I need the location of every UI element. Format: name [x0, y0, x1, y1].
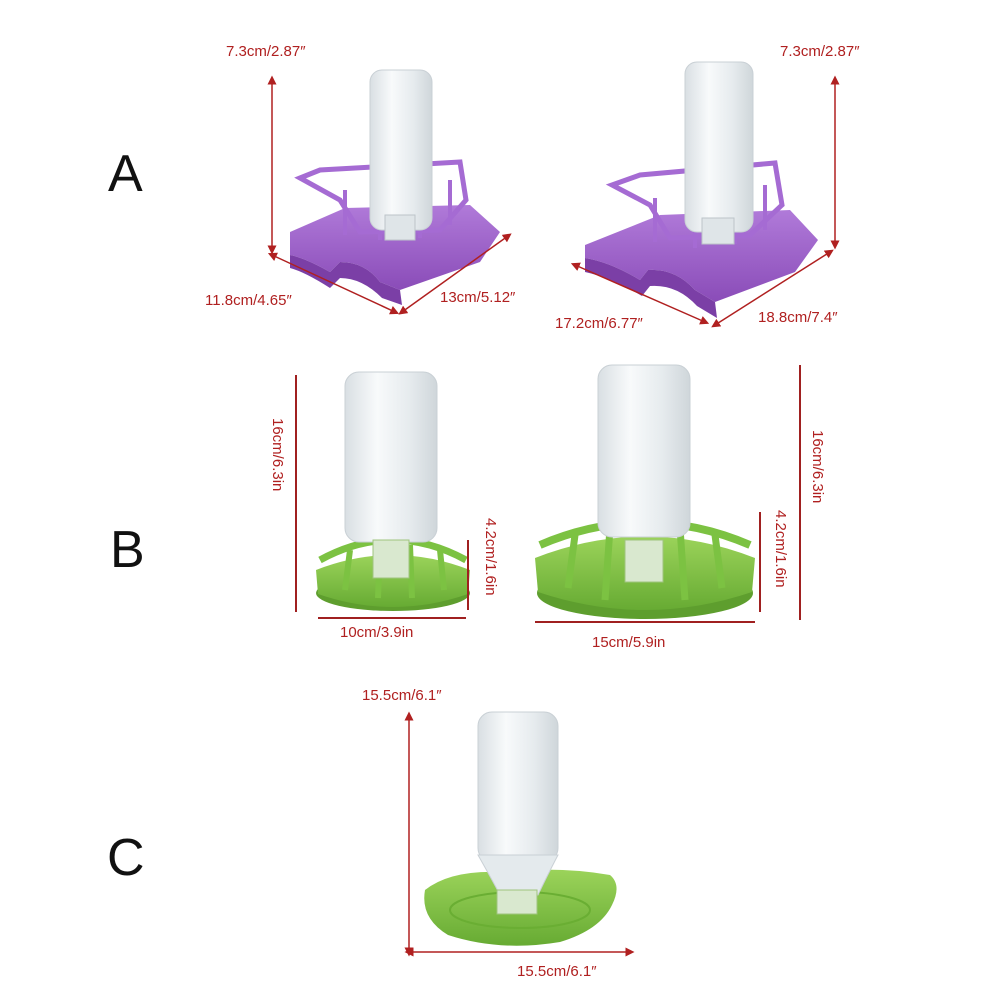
c-width-label: 15.5cm/6.1″: [517, 963, 597, 980]
dimension-lines-a-small: [267, 75, 512, 315]
dimension-lines-b-large: [535, 365, 801, 623]
a-small-width-right-label: 13cm/5.12″: [440, 289, 516, 306]
row-label-b: B: [110, 521, 145, 579]
b-large-base-height-label: 4.2cm/1.6in: [772, 510, 789, 588]
c-height-label: 15.5cm/6.1″: [362, 687, 442, 704]
b-large-height-label: 16cm/6.3in: [809, 430, 826, 504]
b-small-width-label: 10cm/3.9in: [340, 624, 414, 641]
a-large-height-label: 7.3cm/2.87″: [780, 43, 860, 60]
b-small-base-height-label: 4.2cm/1.6in: [482, 518, 499, 596]
dimension-lines-a-large: [570, 75, 840, 328]
a-small-width-left-label: 11.8cm/4.65″: [205, 292, 292, 309]
feeder-c: [424, 711, 617, 946]
a-large-width-left-label: 17.2cm/6.77″: [555, 315, 643, 332]
row-label-c: C: [107, 829, 145, 887]
feeder-a-small: [290, 69, 500, 305]
dimension-lines-c: [404, 711, 635, 957]
a-small-height-label: 7.3cm/2.87″: [226, 43, 306, 60]
feeder-b-small: [316, 371, 470, 611]
b-large-width-label: 15cm/5.9in: [592, 634, 666, 651]
dimension-lines-b-small: [295, 375, 469, 619]
feeder-b-large: [535, 364, 755, 619]
feeder-a-large: [585, 61, 818, 318]
row-label-a: A: [108, 145, 143, 203]
b-small-height-label: 16cm/6.3in: [269, 418, 286, 492]
a-large-width-right-label: 18.8cm/7.4″: [758, 309, 838, 326]
